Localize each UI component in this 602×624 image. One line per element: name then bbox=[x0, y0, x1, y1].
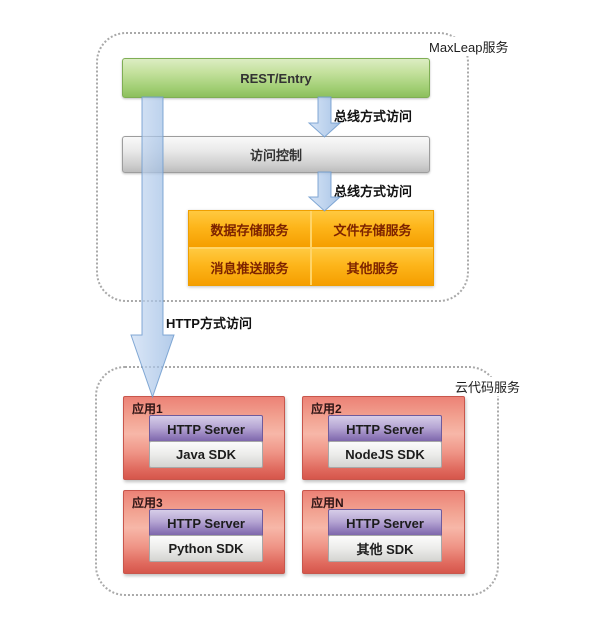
cloud-code-group-label: 云代码服务 bbox=[453, 377, 523, 396]
services-grid: 数据存储服务 文件存储服务 消息推送服务 其他服务 bbox=[188, 210, 434, 286]
app-name: 应用1 bbox=[132, 402, 163, 416]
app-card-1: 应用1 HTTP Server Java SDK bbox=[123, 396, 285, 480]
bus-access-label-2: 总线方式访问 bbox=[334, 184, 413, 199]
maxleap-group-label: MaxLeap服务 bbox=[427, 37, 511, 56]
http-server-bar: HTTP Server bbox=[328, 415, 442, 443]
service-cell-data-storage: 数据存储服务 bbox=[189, 211, 310, 247]
cloud-code-group bbox=[95, 366, 499, 596]
app-name: 应用3 bbox=[132, 496, 163, 510]
sdk-label: Java SDK bbox=[176, 447, 236, 462]
rest-entry-label: REST/Entry bbox=[240, 70, 312, 86]
sdk-bar: 其他 SDK bbox=[328, 535, 442, 562]
http-server-label: HTTP Server bbox=[167, 515, 245, 531]
service-cell-file-storage: 文件存储服务 bbox=[312, 211, 433, 247]
sdk-bar: NodeJS SDK bbox=[328, 441, 442, 468]
maxleap-service-group bbox=[96, 32, 469, 302]
sdk-label: NodeJS SDK bbox=[345, 447, 425, 462]
http-server-bar: HTTP Server bbox=[149, 509, 263, 537]
sdk-bar: Java SDK bbox=[149, 441, 263, 468]
app-card-n: 应用N HTTP Server 其他 SDK bbox=[302, 490, 465, 574]
sdk-label: 其他 SDK bbox=[356, 542, 414, 557]
app-card-3: 应用3 HTTP Server Python SDK bbox=[123, 490, 285, 574]
http-server-label: HTTP Server bbox=[346, 515, 424, 531]
rest-entry-bar: REST/Entry bbox=[122, 58, 430, 98]
access-control-bar: 访问控制 bbox=[122, 136, 430, 173]
access-control-label: 访问控制 bbox=[249, 148, 302, 163]
app-name: 应用N bbox=[311, 496, 344, 510]
http-server-bar: HTTP Server bbox=[149, 415, 263, 443]
app-card-2: 应用2 HTTP Server NodeJS SDK bbox=[302, 396, 465, 480]
service-cell-push: 消息推送服务 bbox=[189, 249, 310, 285]
sdk-bar: Python SDK bbox=[149, 535, 263, 562]
http-server-bar: HTTP Server bbox=[328, 509, 442, 537]
bus-access-label-1: 总线方式访问 bbox=[334, 109, 413, 124]
http-server-label: HTTP Server bbox=[346, 421, 424, 437]
app-name: 应用2 bbox=[311, 402, 342, 416]
sdk-label: Python SDK bbox=[168, 541, 244, 556]
service-cell-other: 其他服务 bbox=[312, 249, 433, 285]
http-access-label: HTTP方式访问 bbox=[166, 316, 252, 331]
http-server-label: HTTP Server bbox=[167, 421, 245, 437]
